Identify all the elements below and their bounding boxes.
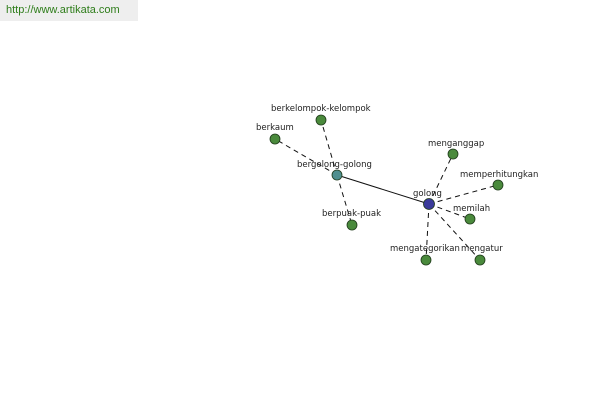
node-memilah[interactable] [464,213,476,225]
edge-golong-to-menganggap [428,153,454,205]
nodes-layer [269,114,504,266]
node-label-menganggap[interactable]: menganggap [428,139,484,149]
node-label-mengategorikan[interactable]: mengategorikan [390,244,460,254]
node-berkelompok-kelompok[interactable] [315,114,327,126]
node-berpuak-puak[interactable] [346,219,358,231]
edge-golong-to-memilah [428,203,471,220]
node-label-memilah[interactable]: memilah [453,204,490,214]
edge-golong-to-mengatur [428,203,481,261]
node-menganggap[interactable] [447,148,459,160]
node-label-berkelompok-kelompok[interactable]: berkelompok-kelompok [271,104,371,114]
edge-golong-to-mengategorikan [425,203,430,261]
node-golong[interactable] [423,198,435,210]
node-label-golong[interactable]: golong [413,189,442,199]
node-label-berpuak-puak[interactable]: berpuak-puak [322,209,381,219]
node-label-berkaum[interactable]: berkaum [256,123,294,133]
node-mengategorikan[interactable] [420,254,432,266]
node-label-bergolong-golong[interactable]: bergolong-golong [297,160,372,170]
node-mengatur[interactable] [474,254,486,266]
edges-layer [274,119,499,261]
edge-golong-to-memperhitungkan [428,184,499,205]
node-bergolong-golong[interactable] [331,169,343,181]
source-url-link[interactable]: http://www.artikata.com [0,0,138,21]
node-label-memperhitungkan[interactable]: memperhitungkan [460,170,538,180]
edge-bergolong-golong-to-berkaum [274,138,338,176]
labels-layer: golong bergolong-golong berkelompok-kelomp… [256,104,538,254]
edge-golong-to-bergolong-golong [336,174,430,205]
node-label-mengatur[interactable]: mengatur [461,244,503,254]
node-berkaum[interactable] [269,133,281,145]
node-memperhitungkan[interactable] [492,179,504,191]
edge-bergolong-golong-to-berkelompok-kelompok [320,119,338,176]
